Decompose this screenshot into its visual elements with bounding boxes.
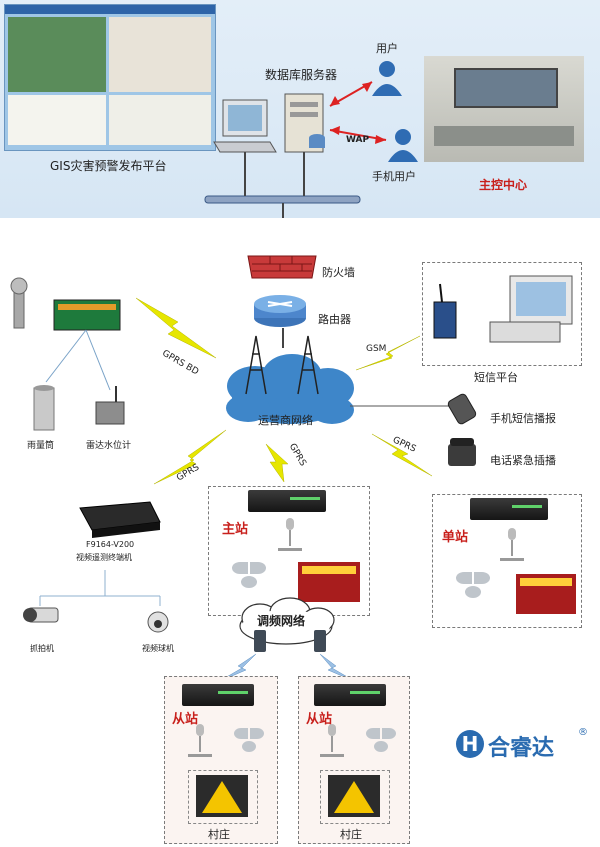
village2-label: 村庄 (340, 828, 362, 841)
capture-camera-label: 抓拍机 (30, 644, 54, 653)
fm-network-graphic (217, 597, 357, 683)
radar-level-icon (95, 386, 125, 425)
single-microphone-icon (500, 528, 524, 561)
sms-modem-icon (433, 283, 457, 339)
db-server-label: 数据库服务器 (265, 68, 338, 82)
master-microphone-icon (278, 518, 302, 551)
slave2-broadcast-cabinet (314, 684, 386, 706)
village2-frame (320, 770, 390, 824)
slave1-microphone-icon (188, 724, 212, 757)
mobile-user-label: 手机用户 (372, 170, 416, 183)
user-icon (372, 61, 402, 96)
slave2-loudspeaker-icon (366, 728, 400, 754)
desk-phone-icon (448, 438, 476, 466)
control-center-photo (424, 56, 584, 162)
database-server-icon (284, 93, 325, 153)
master-led-screen (298, 562, 360, 602)
slave1-loudspeaker-icon (234, 728, 268, 754)
sms-platform-label: 短信平台 (474, 371, 518, 384)
wireless-link-icons (135, 297, 433, 485)
village1-warning-sign-icon (196, 775, 248, 817)
master-broadcast-cabinet (248, 490, 326, 512)
radar-level-label: 雷达水位计 (86, 441, 132, 451)
brand-name: 合睿达 (488, 736, 555, 761)
village2-warning-sign-icon (328, 775, 380, 817)
computer-icon (213, 99, 277, 153)
satellite-map (8, 17, 106, 92)
slave2-microphone-icon (320, 724, 344, 757)
single-station-box (432, 494, 582, 628)
rain-gauge-label: 雨量筒 (27, 441, 55, 451)
village1-frame (188, 770, 258, 824)
gis-caption: GIS灾害预警发布平台 (50, 159, 167, 173)
wap-label: WAP (346, 135, 370, 145)
sms-computer-icon (489, 275, 573, 343)
phone-emergency-label: 电话紧急插播 (490, 454, 556, 467)
core-network-graphic (10, 255, 573, 485)
dome-camera-icon (147, 611, 169, 633)
slave1-label: 从站 (172, 712, 199, 727)
mobile-phone-icon (447, 393, 477, 425)
router-icon (254, 295, 306, 327)
village1-label: 村庄 (208, 828, 230, 841)
user-label: 用户 (376, 42, 398, 55)
gsm-label: GSM (366, 344, 387, 354)
terminal-model-label: F9164-V200 (86, 540, 135, 549)
data-logger-icon (53, 299, 121, 331)
terminal-desc-label: 视频遥测终端机 (76, 553, 132, 562)
district-map (109, 17, 211, 92)
single-led-screen (516, 574, 576, 614)
brand-registered-mark: ® (578, 727, 588, 738)
radio-handset-icon (254, 630, 326, 652)
rain-gauge-icon (33, 385, 55, 431)
gis-platform-screenshot: · · · (4, 4, 216, 151)
video-terminal-graphic (23, 501, 169, 633)
capture-camera-icon (23, 607, 59, 623)
warning-list-panel (8, 95, 106, 145)
router-label: 路由器 (318, 313, 351, 326)
carrier-cloud-icon (226, 354, 354, 424)
single-loudspeaker-icon (456, 572, 496, 602)
brand-logo-icon: H (456, 730, 484, 758)
sensor-probe-icon (10, 277, 28, 329)
dome-camera-label: 视频球机 (142, 644, 174, 653)
risk-map (109, 95, 211, 145)
cell-tower-icon (245, 335, 319, 395)
sms-platform-box (422, 262, 582, 366)
mobile-sms-label: 手机短信播报 (490, 412, 556, 425)
single-station-label: 单站 (442, 530, 469, 545)
control-center-label: 主控中心 (479, 178, 528, 192)
slave2-label: 从站 (306, 712, 333, 727)
top-network-graphic (204, 61, 418, 218)
video-terminal-icon (79, 501, 161, 538)
master-station-label: 主站 (222, 522, 249, 537)
firewall-label: 防火墙 (322, 266, 355, 279)
master-loudspeaker-icon (232, 562, 272, 592)
fm-network-label: 调频网络 (257, 614, 306, 628)
slave1-broadcast-cabinet (182, 684, 254, 706)
single-broadcast-cabinet (470, 498, 548, 520)
firewall-icon (247, 255, 317, 279)
carrier-network-label: 运营商网络 (258, 414, 313, 427)
mobile-user-icon (388, 129, 418, 162)
